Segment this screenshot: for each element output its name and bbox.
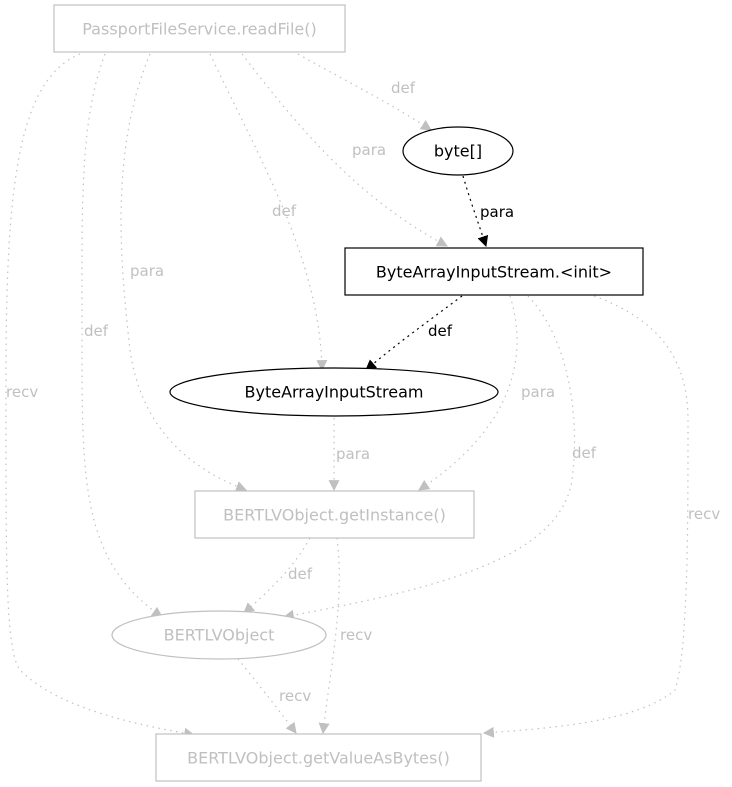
edge-readfile-to-bais-init: para — [241, 53, 448, 247]
edge-label-def: def — [84, 322, 109, 340]
edge-readfile-to-getinstance: para — [120, 53, 248, 492]
node-label: ByteArrayInputStream — [245, 383, 424, 402]
node-bertlv[interactable]: BERTLVObject — [111, 610, 327, 660]
edge-bais-to-getinstance: para — [328, 418, 370, 492]
edge-label-def: def — [288, 565, 313, 583]
edge-label-para: para — [521, 383, 555, 401]
edge-label-def: def — [391, 79, 416, 97]
edge-label-def: def — [572, 444, 597, 462]
node-bais[interactable]: ByteArrayInputStream — [169, 367, 499, 417]
node-label: byte[] — [434, 142, 482, 161]
node-bais-init[interactable]: ByteArrayInputStream.<init> — [344, 247, 644, 296]
edge-label-def: def — [272, 202, 297, 220]
edge-readfile-to-bertlv: def — [81, 53, 163, 618]
edge-readfile-to-getvalue: recv — [5, 53, 196, 739]
node-getvalue[interactable]: BERTLVObject.getValueAsBytes() — [155, 733, 482, 782]
node-label: BERTLVObject.getInstance() — [223, 506, 446, 525]
node-getinstance[interactable]: BERTLVObject.getInstance() — [194, 490, 475, 539]
node-label: BERTLVObject — [164, 626, 275, 645]
edge-bytes-to-bais-init: para — [462, 175, 514, 248]
edge-bais-init-to-bertlv: def — [282, 295, 597, 621]
edge-label-recv: recv — [279, 687, 311, 705]
edge-getinstance-to-bertlv: def — [243, 537, 313, 614]
node-label: BERTLVObject.getValueAsBytes() — [187, 749, 450, 768]
edge-label-para: para — [480, 203, 514, 221]
edge-label-recv: recv — [6, 383, 38, 401]
edge-label-para: para — [130, 262, 164, 280]
edge-readfile-to-bytes: def — [297, 53, 432, 131]
node-bytes[interactable]: byte[] — [402, 126, 514, 176]
edge-getinstance-to-getvalue: recv — [318, 537, 372, 735]
edge-bais-init-to-getvalue: recv — [482, 295, 720, 738]
edge-bertlv-to-getvalue: recv — [237, 658, 311, 734]
edge-label-para: para — [352, 141, 386, 159]
edge-label-recv: recv — [688, 505, 720, 523]
node-readfile[interactable]: PassportFileService.readFile() — [53, 4, 346, 53]
edge-bais-init-to-bais: def — [365, 295, 463, 371]
edge-label-def: def — [428, 322, 453, 340]
edge-label-para: para — [336, 445, 370, 463]
edge-label-recv: recv — [340, 626, 372, 644]
node-label: PassportFileService.readFile() — [82, 20, 316, 39]
edge-readfile-to-bais: def — [209, 53, 328, 372]
node-label: ByteArrayInputStream.<init> — [376, 263, 612, 282]
edge-bais-init-to-getinstance: para — [418, 295, 555, 491]
